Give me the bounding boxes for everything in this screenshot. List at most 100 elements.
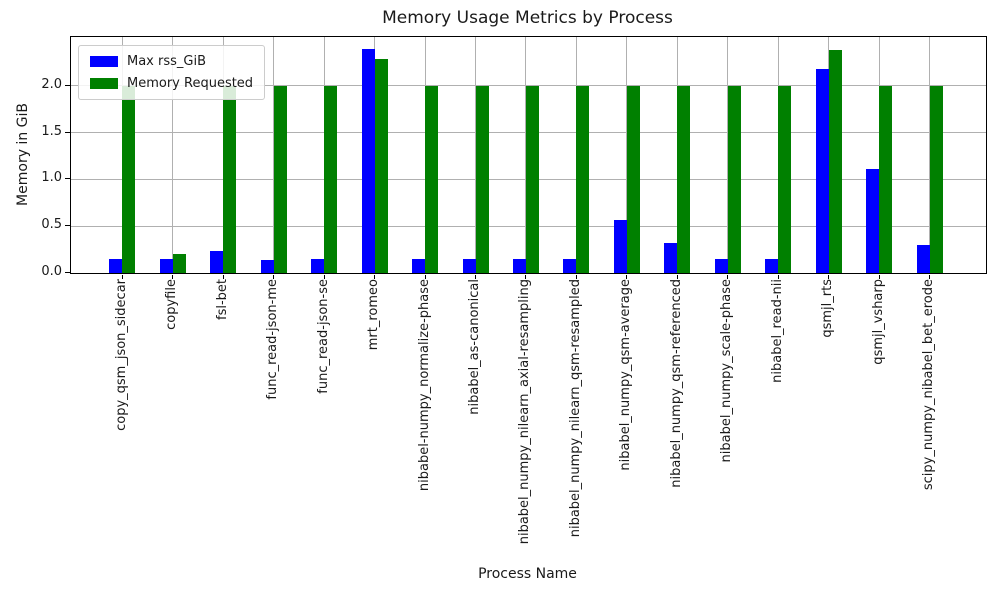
bar-requested-nibabel_numpy_qsm-average xyxy=(626,85,640,273)
bar-max-rss-nibabel_numpy_qsm-average xyxy=(613,219,627,273)
x-tick-mark xyxy=(121,275,123,279)
bar-max-rss-func_read-json-se xyxy=(311,258,325,273)
h-gridline xyxy=(71,85,986,87)
bar-group-copy_qsm_json_sidecar xyxy=(97,37,147,279)
bar-max-rss-nibabel_read-nii xyxy=(765,258,779,273)
bar-max-rss-nibabel-numpy_normalize-phase xyxy=(412,258,426,273)
x-tick-label-cell: nibabel_numpy_scale-phase xyxy=(702,279,752,571)
x-tick-mark xyxy=(323,275,325,279)
bar-group-scipy_numpy_nibabel_bet_erode xyxy=(905,37,955,279)
legend-label: Memory Requested xyxy=(127,76,254,91)
x-tick-label: nibabel_numpy_qsm-average xyxy=(618,279,634,471)
x-tick-mark xyxy=(424,275,426,279)
x-tick-label: func_read-json-me xyxy=(265,279,281,400)
y-axis-label: Memory in GiB xyxy=(15,102,31,206)
x-tick-mark xyxy=(222,275,224,279)
y-tick-label: 1.0 xyxy=(41,170,62,186)
x-tick-label: nibabel_read-nii xyxy=(769,279,785,383)
x-tick-label: func_read-json-se xyxy=(315,279,331,394)
x-tick-label-cell: copy_qsm_json_sidecar xyxy=(96,279,146,571)
bars-layer xyxy=(97,37,955,279)
bar-group-qsmjl_vsharp xyxy=(854,37,904,279)
bar-group-nibabel_numpy_scale-phase xyxy=(703,37,753,279)
bar-group-nibabel_numpy_nilearn_axial-resampling xyxy=(501,37,551,279)
bar-group-fsl-bet xyxy=(198,37,248,279)
chart-title: Memory Usage Metrics by Process xyxy=(382,8,673,28)
legend-swatch xyxy=(90,78,118,89)
y-tick-mark xyxy=(65,131,70,133)
bar-requested-copyfile xyxy=(172,254,186,273)
bar-group-nibabel_numpy_qsm-average xyxy=(602,37,652,279)
bar-group-func_read-json-se xyxy=(299,37,349,279)
x-tick-label: nibabel_numpy_nilearn_axial-resampling xyxy=(517,279,533,545)
bar-requested-mrt_romeo xyxy=(374,59,388,273)
x-tick-label-cell: qsmjl_vsharp xyxy=(853,279,903,571)
x-tick-mark xyxy=(172,275,174,279)
x-tick-label-cell: nibabel_numpy_qsm-referenced xyxy=(651,279,701,571)
y-tick-mark xyxy=(65,178,70,180)
x-tick-mark xyxy=(878,275,880,279)
x-tick-label-cell: fsl-bet xyxy=(197,279,247,571)
x-tick-mark xyxy=(374,275,376,279)
bar-group-mrt_romeo xyxy=(349,37,399,279)
bar-max-rss-qsmjl_vsharp xyxy=(866,169,880,273)
bar-requested-nibabel-numpy_normalize-phase xyxy=(425,85,439,273)
legend-swatch xyxy=(90,56,118,67)
x-tick-label-cell: nibabel_as-canonical xyxy=(449,279,499,571)
bar-max-rss-mrt_romeo xyxy=(361,49,375,273)
bar-requested-nibabel_numpy_nilearn_axial-resampling xyxy=(525,85,539,273)
bar-requested-func_read-json-me xyxy=(273,85,287,273)
bar-requested-nibabel_numpy_qsm-referenced xyxy=(677,85,691,273)
bar-max-rss-scipy_numpy_nibabel_bet_erode xyxy=(916,244,930,273)
x-tick-label: mrt_romeo xyxy=(366,279,382,351)
x-tick-label: nibabel-numpy_normalize-phase xyxy=(416,279,432,492)
x-tick-mark xyxy=(727,275,729,279)
bar-requested-func_read-json-se xyxy=(324,85,338,273)
bar-requested-fsl-bet xyxy=(223,85,237,273)
bar-max-rss-nibabel_numpy_nilearn_axial-resampling xyxy=(512,258,526,273)
x-tick-label: copy_qsm_json_sidecar xyxy=(113,279,129,431)
x-tick-label: nibabel_numpy_nilearn_qsm-resampled xyxy=(567,279,583,538)
x-tick-label: qsmjl_vsharp xyxy=(870,279,886,365)
plot-area: Max rss_GiB Memory Requested xyxy=(70,36,987,279)
x-tick-label: nibabel_numpy_qsm-referenced xyxy=(668,279,684,488)
x-tick-label-cell: nibabel_read-nii xyxy=(752,279,802,571)
x-tick-label-cell: nibabel-numpy_normalize-phase xyxy=(399,279,449,571)
x-tick-label: qsmjl_rts xyxy=(820,279,836,338)
bar-group-func_read-json-me xyxy=(248,37,298,279)
bar-max-rss-nibabel_as-canonical xyxy=(462,258,476,273)
y-tick-label: 2.0 xyxy=(41,76,62,92)
bar-group-nibabel_numpy_qsm-referenced xyxy=(652,37,702,279)
x-tick-mark xyxy=(626,275,628,279)
x-tick-label: fsl-bet xyxy=(214,279,230,320)
legend-label: Max rss_GiB xyxy=(127,54,207,69)
x-tick-label-cell: copyfile xyxy=(146,279,196,571)
y-tick-mark xyxy=(65,272,70,273)
bar-max-rss-func_read-json-me xyxy=(260,259,274,273)
v-gridline xyxy=(172,37,174,273)
bar-max-rss-fsl-bet xyxy=(210,250,224,273)
x-tick-mark xyxy=(676,275,678,279)
x-tick-label: scipy_numpy_nibabel_bet_erode xyxy=(921,279,937,491)
y-tick-label: 0.0 xyxy=(41,264,62,279)
x-tick-labels: copy_qsm_json_sidecar copyfile fsl-bet func… xyxy=(96,279,954,571)
bar-requested-scipy_numpy_nibabel_bet_erode xyxy=(929,85,943,273)
y-tick-label: 0.5 xyxy=(41,217,62,233)
bar-requested-copy_qsm_json_sidecar xyxy=(122,85,136,273)
x-tick-label-cell: qsmjl_rts xyxy=(803,279,853,571)
x-tick-mark xyxy=(475,275,477,279)
legend: Max rss_GiB Memory Requested xyxy=(78,45,266,100)
bar-max-rss-copyfile xyxy=(159,258,173,273)
y-axis-label-wrap: Memory in GiB xyxy=(12,36,34,272)
x-tick-mark xyxy=(929,275,931,279)
x-tick-label-cell: nibabel_numpy_qsm-average xyxy=(601,279,651,571)
bar-group-nibabel_as-canonical xyxy=(450,37,500,279)
bar-max-rss-nibabel_numpy_qsm-referenced xyxy=(664,243,678,273)
x-tick-label-cell: nibabel_numpy_nilearn_axial-resampling xyxy=(500,279,550,571)
x-tick-mark xyxy=(273,275,275,279)
bar-group-copyfile xyxy=(147,37,197,279)
x-axis-label: Process Name xyxy=(478,566,577,582)
x-tick-mark xyxy=(525,275,527,279)
x-tick-mark xyxy=(575,275,577,279)
